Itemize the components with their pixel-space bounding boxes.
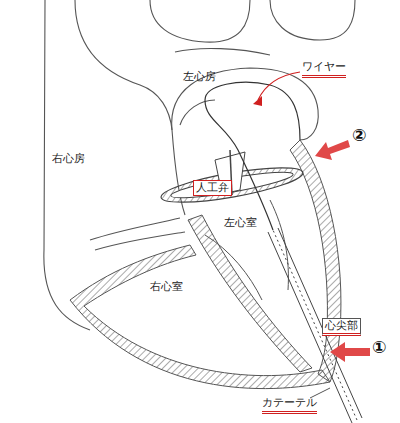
chamber-label: 左心室 (224, 216, 257, 230)
node-text: 人工弁 (196, 181, 229, 195)
node-text: 心尖部 (325, 319, 358, 333)
part-label: カテーテル (262, 396, 317, 414)
valve-box: 人工弁 (193, 180, 232, 196)
chamber-label: 左心房 (183, 70, 216, 84)
part-label: ワイヤー (302, 60, 346, 78)
chamber-label: 右心房 (52, 152, 85, 166)
callout-number: ① (372, 340, 386, 354)
chamber-label: 右心室 (150, 280, 183, 294)
callout-number: ② (352, 128, 366, 142)
apex-box: 心尖部 (322, 318, 361, 336)
